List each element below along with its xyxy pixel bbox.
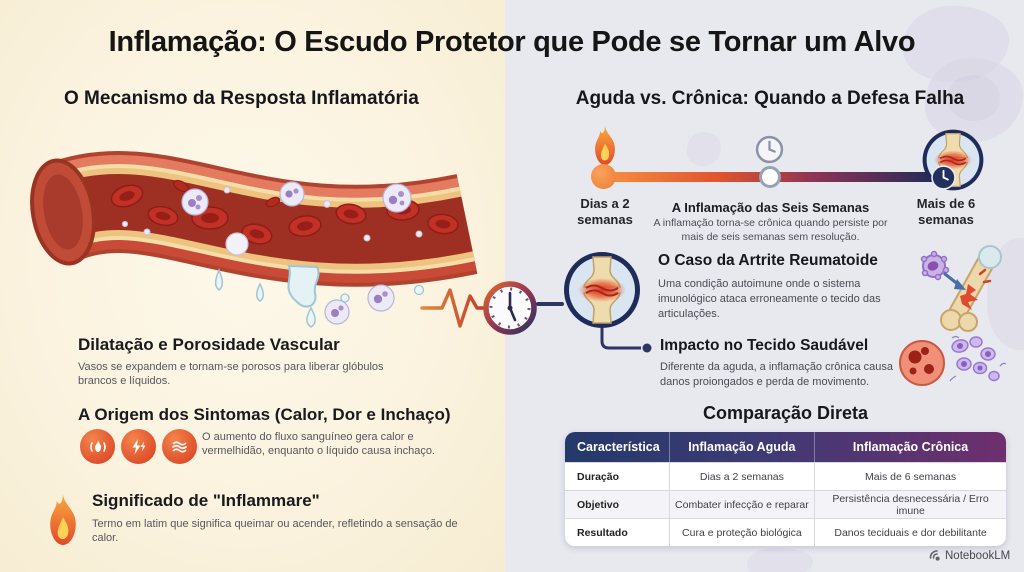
section-body-dilatacao: Vasos se expandem e tornam-se porosos pa… — [78, 361, 384, 388]
section-heading-origem: A Origem dos Sintomas (Calor, Dor e Inch… — [78, 405, 451, 424]
connector-line — [536, 302, 564, 306]
section-body-origem: O aumento do fluxo sanguíneo gera calor … — [202, 431, 435, 458]
page-title: Inflamação: O Escudo Protetor que Pode s… — [108, 26, 916, 58]
flame-icon — [50, 494, 76, 545]
swelling-waves-icon — [162, 429, 197, 464]
artrite-heading: O Caso da Artrite Reumatoide — [658, 252, 878, 269]
cells-illustration — [899, 335, 1007, 386]
brand-label: NotebookLM — [945, 549, 1011, 562]
timeline-end-label: Mais de 6 semanas — [916, 196, 976, 228]
timeline-mid-dot — [759, 166, 781, 188]
table-cell: Persistência desnecessária / Erro imune — [814, 491, 1006, 518]
heat-flame-icon — [80, 429, 115, 464]
section-heading-inflammare: Significado de "Inflammare" — [92, 491, 320, 510]
timeline-mid-body: A inflamação torna-se crônica quando per… — [653, 217, 888, 243]
table-cell: Combater infecção e reparar — [668, 491, 815, 518]
timeline-mid-block: A Inflamação das Seis Semanas A inflamaç… — [648, 200, 893, 244]
table-cell: Danos teciduais e dor debilitante — [814, 519, 1006, 546]
comparison-table: Característica Inflamação Aguda Inflamaç… — [565, 432, 1006, 546]
impacto-body: Diferente da aguda, a inflamação crônica… — [660, 361, 893, 388]
artrite-body: Uma condição autoimune onde o sistema im… — [658, 278, 881, 320]
brand-badge: NotebookLM — [928, 549, 1010, 562]
clock-icon — [755, 135, 784, 164]
timeline-mid-title: A Inflamação das Seis Semanas — [671, 200, 870, 215]
right-section-heading: Aguda vs. Crônica: Quando a Defesa Falha — [575, 88, 965, 109]
joint-icon — [564, 252, 640, 328]
clock-badge-icon — [931, 165, 956, 190]
blood-vessel-illustration — [30, 151, 478, 328]
symptom-icons — [80, 429, 197, 464]
table-header-cell: Inflamação Aguda — [668, 432, 815, 462]
pain-bolt-icon — [121, 429, 156, 464]
table-cell: Cura e proteção biológica — [668, 519, 815, 546]
ecg-waveform-icon — [420, 288, 492, 328]
clock-icon — [483, 281, 537, 335]
left-section-heading: O Mecanismo da Resposta Inflamatória — [64, 88, 419, 109]
background-cell-blob — [925, 58, 1023, 142]
table-header-cell: Inflamação Crônica — [814, 432, 1006, 462]
section-body-inflammare: Termo em latim que significa queimar ou … — [92, 518, 458, 545]
comparison-title: Comparação Direta — [702, 403, 869, 423]
notebooklm-icon — [929, 550, 940, 561]
table-row: Resultado Cura e proteção biológica Dano… — [565, 518, 1006, 546]
impacto-heading: Impacto no Tecido Saudável — [660, 337, 869, 354]
flame-icon — [595, 125, 615, 166]
table-row: Duração Dias a 2 semanas Mais de 6 seman… — [565, 462, 1006, 490]
table-cell: Mais de 6 semanas — [814, 463, 1006, 490]
connector-elbow — [600, 328, 652, 353]
table-header-cell: Característica — [577, 440, 660, 454]
timeline-start-dot — [591, 164, 616, 189]
table-cell: Dias a 2 semanas — [668, 463, 815, 490]
table-cell: Objetivo — [577, 498, 620, 511]
table-row: Objetivo Combater infecção e reparar Per… — [565, 490, 1006, 518]
section-heading-dilatacao: Dilatação e Porosidade Vascular — [78, 335, 340, 354]
table-header-row: Característica Inflamação Aguda Inflamaç… — [565, 432, 1006, 462]
bone-attack-illustration — [920, 245, 1002, 332]
background-blob — [687, 132, 721, 166]
table-cell: Resultado — [577, 526, 628, 539]
timeline-start-label: Dias a 2 semanas — [577, 196, 633, 228]
table-cell: Duração — [577, 470, 620, 483]
background-blob — [747, 548, 813, 572]
